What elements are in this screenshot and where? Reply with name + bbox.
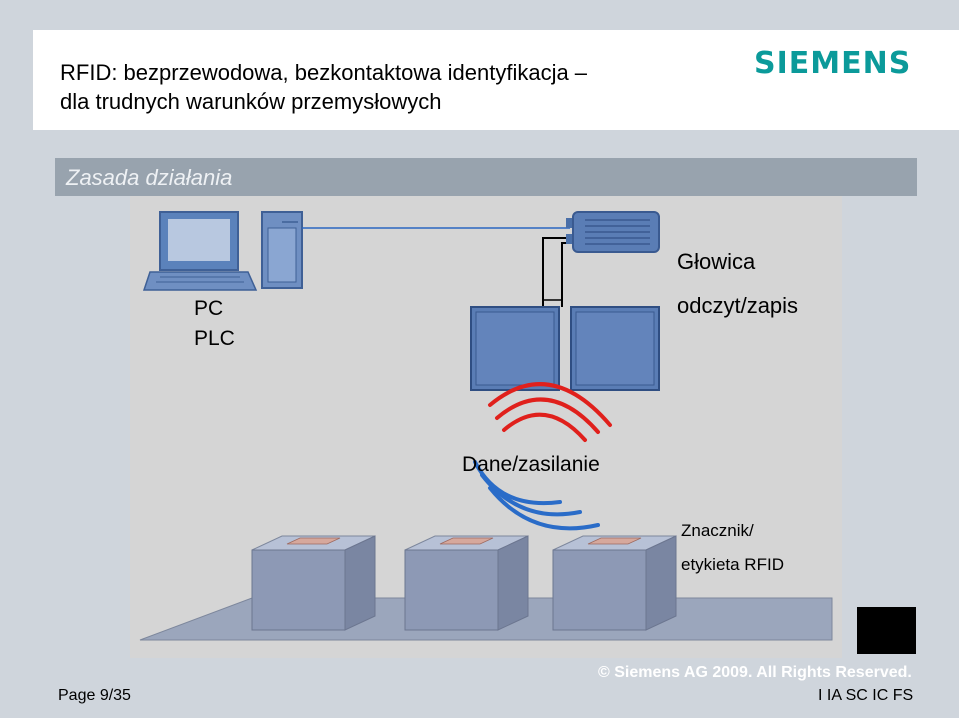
- data-power-label: Dane/zasilanie: [462, 453, 600, 476]
- cable-right: [561, 242, 566, 307]
- antenna-left-icon: [470, 306, 560, 391]
- box-with-tag-2-icon: [404, 535, 529, 631]
- footer-department: I IA SC IC FS: [818, 687, 914, 704]
- wave-blue-icon: [473, 460, 600, 531]
- cable-left: [542, 237, 566, 307]
- box-with-tag-3-icon: [552, 535, 677, 631]
- reader-head-icon: [566, 211, 660, 253]
- footer-copyright: © Siemens AG 2009. All Rights Reserved.: [598, 664, 912, 681]
- box-with-tag-1-icon: [251, 535, 376, 631]
- section-title: Zasada działania: [66, 165, 233, 190]
- footer-page-number: Page 9/35: [58, 687, 131, 704]
- section-bar: [55, 158, 917, 196]
- slide-title: RFID: bezprzewodowa, bezkontaktowa ident…: [60, 58, 710, 116]
- wave-red-icon: [488, 382, 612, 442]
- pc-label: PC: [194, 297, 224, 320]
- head-sublabel: odczyt/zapis: [677, 293, 799, 318]
- title-line-2: dla trudnych warunków przemysłowych: [60, 89, 442, 114]
- siemens-logo: SIEMENS: [754, 46, 912, 81]
- corner-block: [857, 607, 916, 654]
- laptop-icon: [142, 211, 258, 291]
- antenna-right-icon: [570, 306, 660, 391]
- head-label: Głowica: [677, 249, 756, 274]
- title-line-1: RFID: bezprzewodowa, bezkontaktowa ident…: [60, 60, 588, 85]
- tag-label-line1: Znacznik/: [681, 521, 754, 540]
- header-panel: [33, 30, 959, 130]
- tag-label-line2: etykieta RFID: [681, 555, 784, 574]
- plc-icon: [261, 211, 303, 289]
- plc-label: PLC: [194, 327, 235, 350]
